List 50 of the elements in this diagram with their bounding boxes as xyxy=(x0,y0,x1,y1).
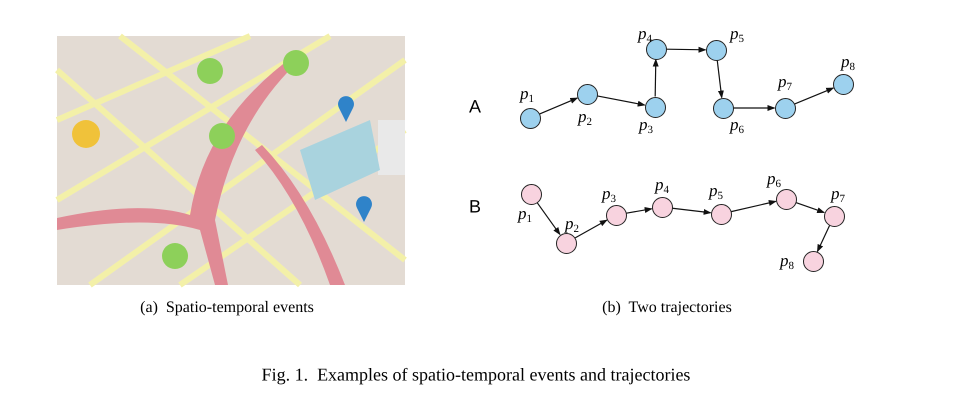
arrow xyxy=(539,98,578,114)
trajectory-point xyxy=(824,206,844,226)
point-label: p$_{5}$ xyxy=(709,182,723,202)
subfigure-caption: (a) Spatio-temporal events xyxy=(140,299,314,317)
trajectory-point xyxy=(576,84,598,104)
point-label: p$_{7}$ xyxy=(831,185,845,205)
trajectory-point xyxy=(706,40,726,60)
arrow xyxy=(574,220,608,238)
arrow xyxy=(716,60,724,99)
point-label: p$_{5}$ xyxy=(730,25,744,45)
trajectory-point xyxy=(712,98,734,118)
row-label: A xyxy=(469,96,481,118)
trajectory-point xyxy=(520,108,540,128)
point-label: p$_{8}$ xyxy=(841,53,855,73)
arrow xyxy=(666,46,706,53)
arrow xyxy=(652,58,659,97)
point-label: p$_{1}$ xyxy=(520,85,534,105)
trajectory-point xyxy=(556,232,576,254)
arrow xyxy=(731,200,777,212)
point-label: p$_{6}$ xyxy=(767,170,781,190)
point-label: p$_{2}$ xyxy=(565,215,579,235)
arrow xyxy=(672,208,712,215)
trajectory-point xyxy=(832,74,854,94)
arrow xyxy=(626,207,653,214)
arrow xyxy=(536,202,560,236)
point-label: p$_{4}$ xyxy=(655,176,669,196)
point-label: p$_{2}$ xyxy=(578,108,592,128)
point-label: p$_{1}$ xyxy=(518,205,532,225)
point-label: p$_{7}$ xyxy=(778,73,792,93)
arrow xyxy=(597,95,646,107)
trajectory-point xyxy=(802,250,824,272)
trajectory-point xyxy=(606,204,626,226)
arrow xyxy=(734,105,776,111)
point-label: p$_{8}$ xyxy=(780,252,794,272)
point-label: p$_{4}$ xyxy=(638,25,652,45)
trajectory-point xyxy=(520,184,542,204)
subfigure-caption: (b) Two trajectories xyxy=(602,299,732,317)
arrow xyxy=(794,87,834,105)
point-label: p$_{6}$ xyxy=(730,116,744,136)
arrow xyxy=(816,225,830,252)
point-label: p$_{3}$ xyxy=(639,116,653,136)
trajectory-point xyxy=(776,188,796,210)
trajectory-point xyxy=(710,204,732,224)
trajectory-point xyxy=(652,196,672,218)
arrow xyxy=(796,202,826,214)
trajectory-point xyxy=(774,98,796,118)
point-label: p$_{3}$ xyxy=(602,185,616,205)
figure-caption: Fig. 1. Examples of spatio-temporal events and trajectories xyxy=(262,364,690,386)
row-label: B xyxy=(469,196,481,218)
trajectory-point xyxy=(644,96,666,118)
